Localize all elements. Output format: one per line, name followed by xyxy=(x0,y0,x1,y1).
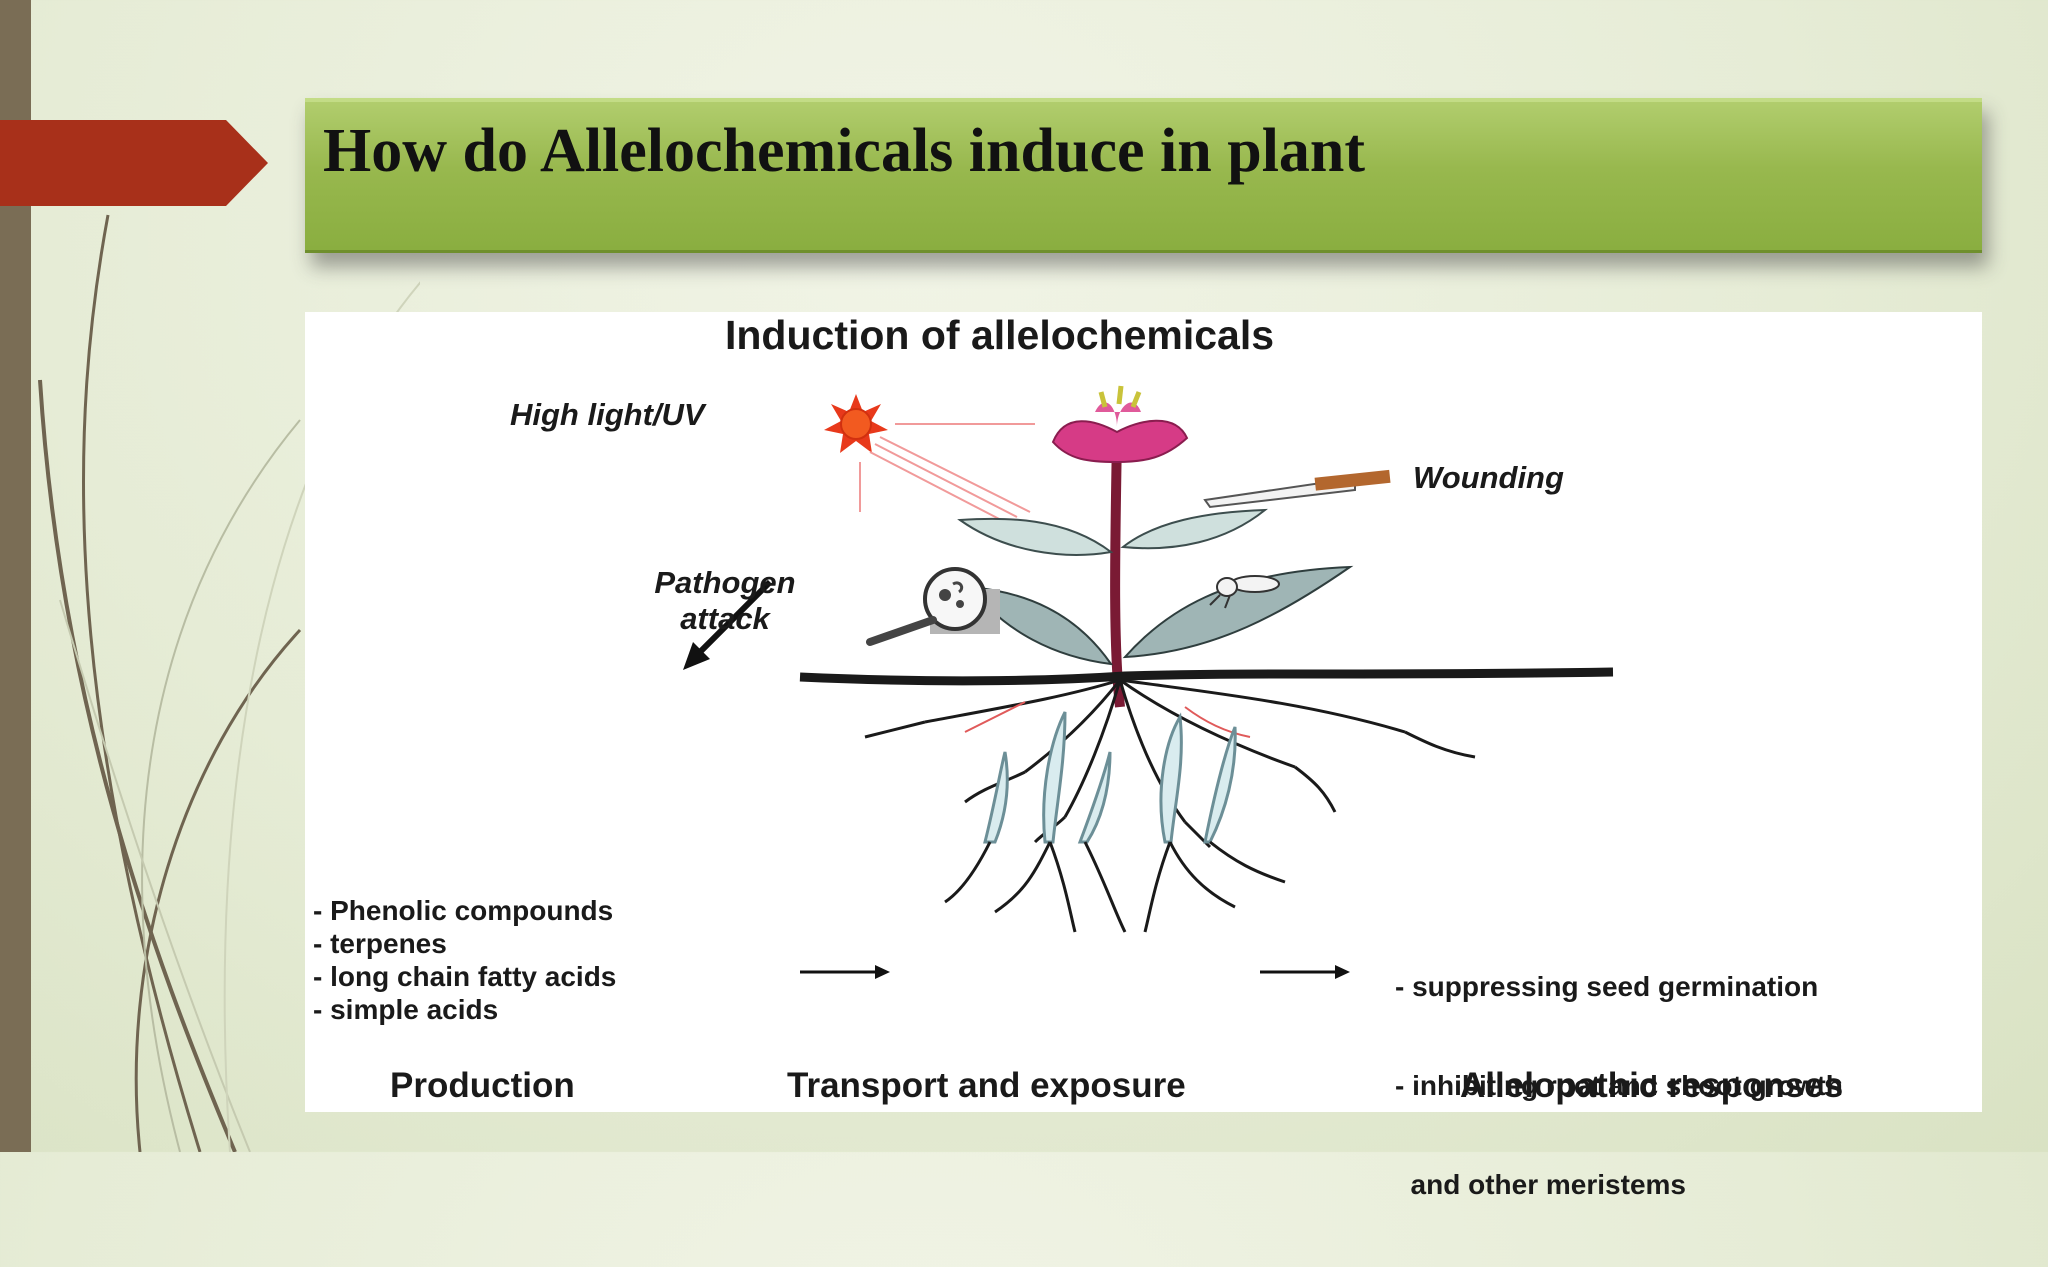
knife-icon xyxy=(1203,469,1391,509)
title-banner: How do Allelochemicals induce in plant xyxy=(305,98,1982,253)
stimulus-light-label: High light/UV xyxy=(510,397,705,432)
seedlings xyxy=(983,711,1237,844)
pathogen-label-line1: Pathogen xyxy=(654,565,796,600)
production-list: - Phenolic compounds - terpenes - long c… xyxy=(313,894,616,1026)
upper-left-leaf xyxy=(957,517,1114,556)
insect-icon xyxy=(1209,575,1280,609)
list-item: - simple acids xyxy=(313,994,499,1025)
slide-title: How do Allelochemicals induce in plant xyxy=(323,117,1366,185)
flower-icon xyxy=(1051,385,1189,464)
caption-responses: Allelopathic responses xyxy=(1460,1066,1844,1105)
seedling-roots xyxy=(944,840,1286,933)
diagram-panel: Induction of allelochemicals High light/… xyxy=(305,312,1982,1200)
pathogen-label-line2: attack xyxy=(680,601,770,636)
list-item: - inhibiting root and shoot growth xyxy=(1395,1070,1843,1101)
arrow-to-transport xyxy=(800,965,890,979)
sun-icon xyxy=(824,394,888,453)
lower-right-leaf xyxy=(1122,565,1354,659)
plant-diagram-illustration xyxy=(683,385,1614,979)
diagram-heading: Induction of allelochemicals xyxy=(725,312,1275,358)
ground-line xyxy=(799,667,1614,686)
down-left-arrow xyxy=(683,579,773,670)
stimulus-wounding-label: Wounding xyxy=(1413,460,1564,495)
list-item: - Phenolic compounds xyxy=(313,895,614,926)
list-item: - terpenes xyxy=(313,928,447,959)
plant-stem xyxy=(1110,435,1125,708)
decorative-curves xyxy=(38,214,420,1152)
accent-arrow-tab xyxy=(0,120,268,206)
light-rays xyxy=(859,423,1035,523)
list-item: - suppressing seed germination xyxy=(1395,971,1819,1002)
caption-transport: Transport and exposure xyxy=(787,1066,1186,1105)
list-item: and other meristems xyxy=(1395,1169,1686,1200)
magnifying-glass-icon xyxy=(866,567,1000,646)
stimulus-pathogen-label: Pathogen attack xyxy=(625,565,825,637)
arrow-to-responses xyxy=(1260,965,1350,979)
upper-right-leaf xyxy=(1120,508,1268,550)
list-item: - long chain fatty acids xyxy=(313,961,617,992)
caption-production: Production xyxy=(390,1066,575,1105)
